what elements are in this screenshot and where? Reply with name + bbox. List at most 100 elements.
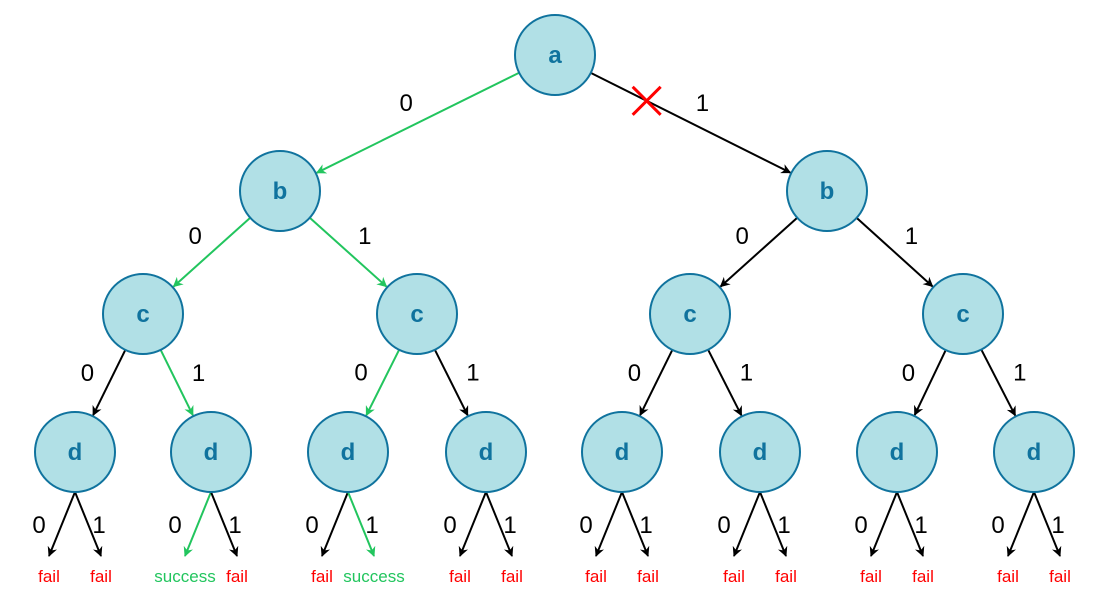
leaf-edge-d6-0 <box>732 491 761 557</box>
node-circle <box>307 411 389 493</box>
node-label: d <box>890 439 905 466</box>
edge-label-c3-d6: 1 <box>740 360 753 387</box>
leaf-edge-d3-1 <box>347 491 376 557</box>
leaf-bit-label: 0 <box>305 512 318 539</box>
leaf-outcome-fail: fail <box>501 567 523 586</box>
edge-c3-d5 <box>639 349 674 417</box>
leaf-edge-d2-1 <box>210 491 239 557</box>
tree-node-d7: d <box>856 411 938 493</box>
tree-node-c2: c <box>376 273 458 355</box>
leaf-edge-d6-1 <box>759 491 788 557</box>
leaf-bit-label: 0 <box>717 512 730 539</box>
edge-c4-d7 <box>913 349 947 416</box>
node-circle <box>102 273 184 355</box>
leaf-bit-label: 0 <box>443 512 456 539</box>
leaf-edge-d2-0 <box>183 491 212 557</box>
node-circle <box>786 150 868 232</box>
edge-bL-c2 <box>309 216 388 288</box>
node-label: c <box>956 301 969 328</box>
node-label: b <box>273 178 288 205</box>
leaf-outcome-fail: fail <box>1049 567 1071 586</box>
node-label: d <box>479 439 494 466</box>
edge-bR-c3 <box>719 216 798 288</box>
leaf-outcome-fail: fail <box>311 567 333 586</box>
edge-c1-d1 <box>92 349 127 417</box>
leaf-outcome-fail: fail <box>723 567 745 586</box>
node-label: d <box>1027 439 1042 466</box>
edge-label-bL-c2: 1 <box>358 223 371 250</box>
node-label: d <box>68 439 83 466</box>
leaf-edges-layer <box>47 491 1062 557</box>
edge-c1-d2 <box>159 349 194 417</box>
leaf-outcome-fail: fail <box>226 567 248 586</box>
node-circle <box>649 273 731 355</box>
leaf-outcome-fail: fail <box>585 567 607 586</box>
leaf-edge-d4-1 <box>485 491 514 557</box>
leaf-edge-d8-1 <box>1033 491 1062 557</box>
node-circle <box>993 411 1075 493</box>
leaf-edge-d7-1 <box>896 491 925 557</box>
edge-label-c2-d4: 1 <box>466 360 479 387</box>
edge-c2-d4 <box>433 349 469 417</box>
tree-node-bL: b <box>239 150 321 232</box>
edge-c4-d8 <box>980 349 1017 417</box>
leaf-outcome-fail: fail <box>637 567 659 586</box>
node-label: d <box>204 439 219 466</box>
tree-node-d4: d <box>445 411 527 493</box>
leaf-outcome-fail: fail <box>912 567 934 586</box>
node-label: d <box>341 439 356 466</box>
leaf-edge-d1-1 <box>74 491 103 557</box>
tree-node-d5: d <box>581 411 663 493</box>
leaf-edge-d7-0 <box>869 491 898 557</box>
tree-node-c4: c <box>922 273 1004 355</box>
tree-node-d2: d <box>170 411 252 493</box>
edges-layer <box>92 71 1017 417</box>
leaf-edge-d5-1 <box>621 491 650 557</box>
leaf-bit-label: 0 <box>32 512 45 539</box>
node-circle <box>34 411 116 493</box>
tree-node-c3: c <box>649 273 731 355</box>
edge-label-c1-d1: 0 <box>81 360 94 387</box>
leaf-edge-d4-0 <box>458 491 487 557</box>
leaf-outcome-success: success <box>343 567 404 586</box>
leaf-bit-label: 0 <box>854 512 867 539</box>
tree-node-d1: d <box>34 411 116 493</box>
leaf-bit-label: 1 <box>1051 512 1064 539</box>
leaf-outcome-fail: fail <box>860 567 882 586</box>
tree-node-a: a <box>514 14 596 96</box>
edge-label-c2-d3: 0 <box>354 360 367 387</box>
leaf-outcome-fail: fail <box>38 567 60 586</box>
leaf-outcome-fail: fail <box>90 567 112 586</box>
leaf-bit-label: 0 <box>579 512 592 539</box>
edge-bL-c1 <box>172 216 251 288</box>
leaf-edge-d8-0 <box>1006 491 1035 557</box>
leaf-bit-label: 1 <box>914 512 927 539</box>
node-label: c <box>410 301 423 328</box>
pruned-cross-icon <box>631 85 662 116</box>
node-circle <box>856 411 938 493</box>
edge-label-bR-c3: 0 <box>735 223 748 250</box>
edge-a-bR <box>590 71 792 174</box>
leaf-outcome-fail: fail <box>997 567 1019 586</box>
leaf-bit-label: 1 <box>777 512 790 539</box>
edge-label-c3-d5: 0 <box>628 360 641 387</box>
edge-bR-c4 <box>855 217 934 288</box>
leaf-outcome-fail: fail <box>449 567 471 586</box>
leaf-bit-label: 0 <box>991 512 1004 539</box>
leaf-edge-d5-0 <box>594 491 623 557</box>
node-label: d <box>615 439 630 466</box>
edge-label-bL-c1: 0 <box>188 223 201 250</box>
edge-label-c4-d7: 0 <box>902 360 915 387</box>
node-circle <box>445 411 527 493</box>
leaf-edge-d1-0 <box>47 491 76 557</box>
node-label: c <box>136 301 149 328</box>
node-label: b <box>820 178 835 205</box>
leaf-bit-label: 1 <box>365 512 378 539</box>
node-circle <box>514 14 596 96</box>
leaf-edge-d3-0 <box>320 491 349 557</box>
edge-label-a-bL: 0 <box>400 90 413 117</box>
edge-a-bL <box>315 71 520 174</box>
tree-node-c1: c <box>102 273 184 355</box>
node-label: a <box>548 42 562 69</box>
